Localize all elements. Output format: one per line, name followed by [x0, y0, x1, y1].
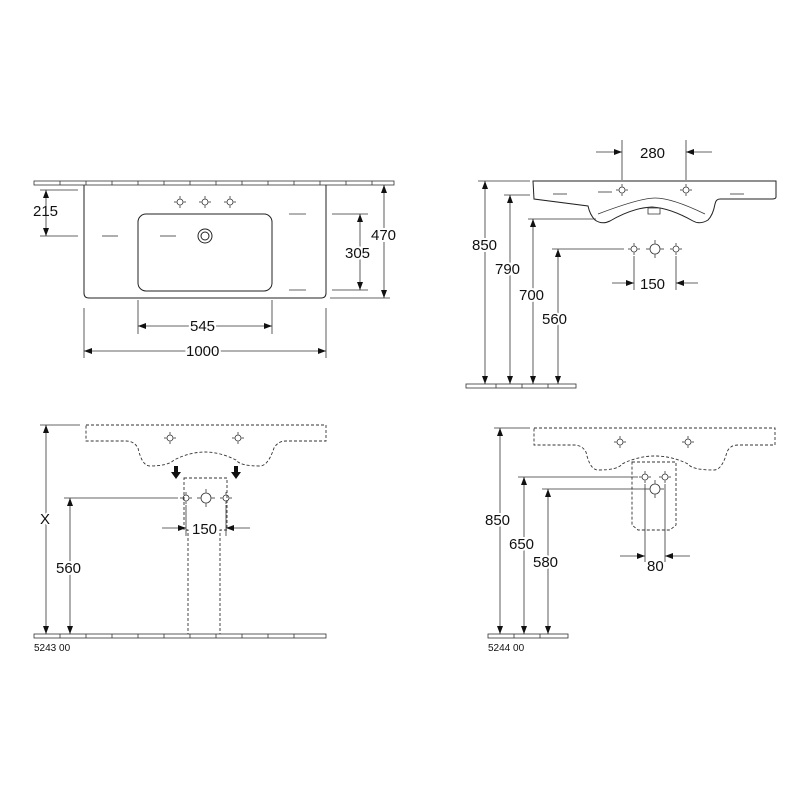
- dim-580: 580: [533, 554, 558, 571]
- dim-x: X: [40, 511, 50, 528]
- front-view-5244: 80 850 650 580 5244 00: [483, 427, 776, 654]
- dim-280: 280: [640, 145, 665, 162]
- side-view: 280 150 850 790: [465, 140, 777, 389]
- top-view: 215 305 470 545 1000: [33, 180, 398, 362]
- dim-80: 80: [647, 558, 664, 575]
- article-code: 5243 00: [34, 643, 71, 654]
- basin-profile: [532, 180, 777, 224]
- side-tap-holes: [627, 239, 683, 259]
- front-view-5243: 150 X 560 5243 00: [33, 424, 327, 654]
- wall-strip: [33, 180, 395, 186]
- trap-cover-dashed: [183, 477, 228, 637]
- dim-790: 790: [495, 261, 520, 278]
- drain-icon: [197, 228, 213, 244]
- front-tap-holes: [179, 488, 233, 508]
- tap-holes: [173, 195, 237, 209]
- dim-1000: 1000: [186, 343, 219, 360]
- basin-dashed-outline: [85, 424, 327, 467]
- front-tap-holes: [638, 470, 672, 499]
- basin-dashed-outline: [533, 427, 776, 471]
- dim-150: 150: [640, 276, 665, 293]
- dim-850: 850: [472, 237, 497, 254]
- basin-outline: [83, 185, 327, 299]
- dim-215: 215: [33, 203, 58, 220]
- floor-strip: [487, 633, 569, 639]
- dim-560: 560: [542, 311, 567, 328]
- basin-bowl: [137, 213, 273, 292]
- floor-strip: [33, 633, 327, 639]
- trap-cover-dashed: [631, 461, 677, 531]
- down-arrow-icon: [231, 466, 241, 479]
- dim-150: 150: [192, 521, 217, 538]
- dim-650: 650: [509, 536, 534, 553]
- down-arrow-icon: [171, 466, 181, 479]
- dim-850: 850: [485, 512, 510, 529]
- floor-strip: [465, 383, 577, 389]
- dim-700: 700: [519, 287, 544, 304]
- article-code: 5244 00: [488, 643, 525, 654]
- dim-305: 305: [345, 245, 370, 262]
- dim-560: 560: [56, 560, 81, 577]
- dim-470: 470: [371, 227, 396, 244]
- dim-545: 545: [190, 318, 215, 335]
